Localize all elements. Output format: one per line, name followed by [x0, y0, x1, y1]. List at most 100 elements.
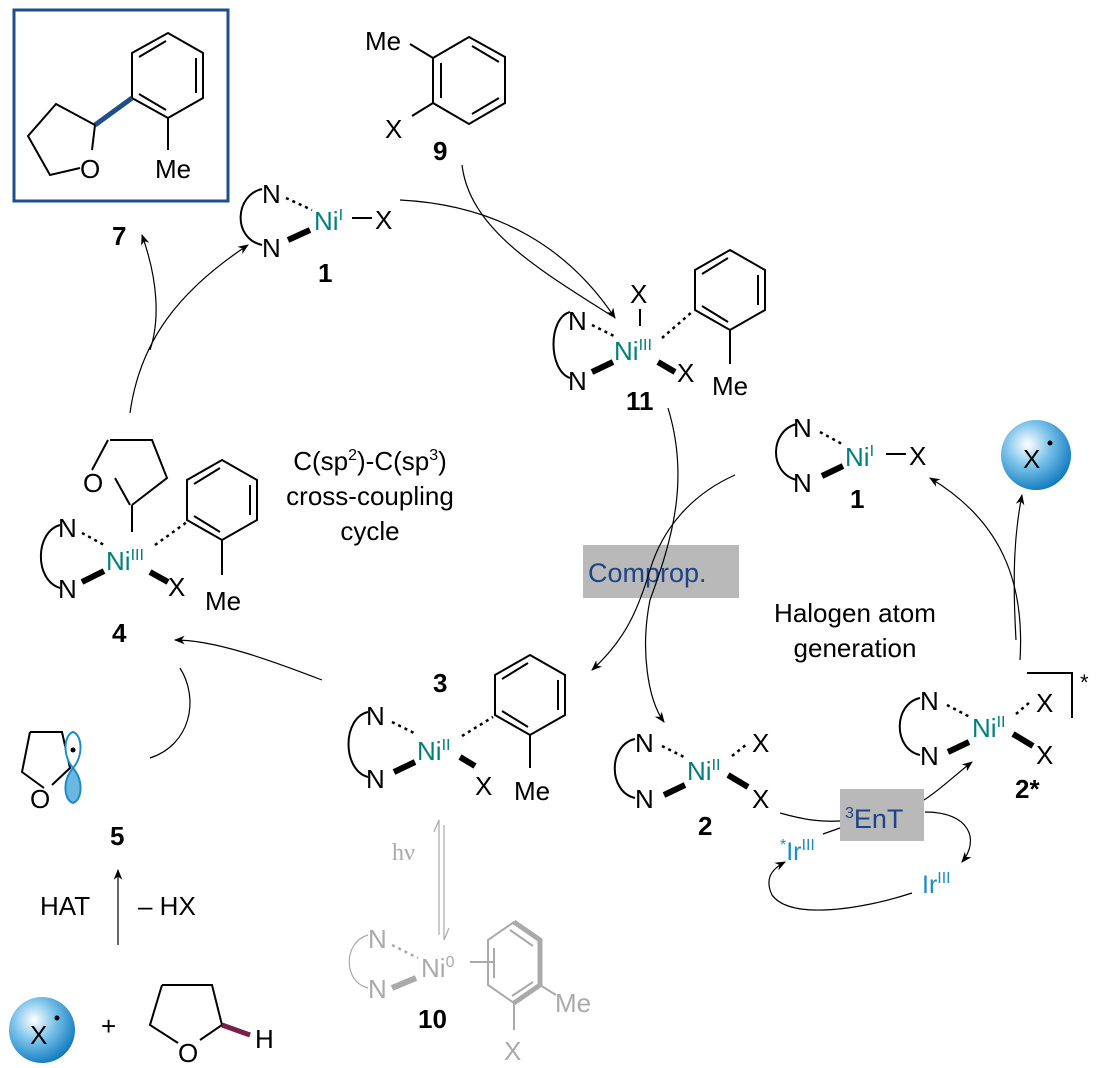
radical-entry-arrow: [149, 667, 191, 759]
compound-label-11: 11: [626, 386, 654, 416]
svg-text:Ni0: Ni0: [421, 953, 455, 983]
halide-label: X: [375, 205, 392, 235]
nickel: Ni: [417, 736, 442, 766]
halide-label: X: [475, 771, 492, 801]
aryl-halide-9: Me X 9: [365, 26, 506, 166]
radical-x-label: X: [30, 1020, 47, 1050]
nickel: Ni: [421, 953, 446, 983]
thf-substrate: O H: [148, 984, 274, 1068]
halogen-radical-arrow: [1013, 493, 1025, 641]
nitrogen: N: [920, 741, 939, 771]
minus-hx-label: – HX: [138, 891, 196, 921]
nitrogen: N: [368, 924, 387, 954]
compound-label-10: 10: [418, 1004, 447, 1034]
comproportionation-arrow-to-3: [591, 474, 736, 671]
oxidation-state: II: [712, 757, 721, 774]
compound-label-3: 3: [433, 668, 447, 698]
reaction-arrows: [129, 164, 1025, 911]
radical-dot: [1047, 440, 1053, 446]
svg-text:NiII: NiII: [972, 713, 1005, 743]
ni-iii-complex-11: N N NiIII X X Me 11: [552, 248, 766, 416]
svg-text:NiIII: NiIII: [106, 546, 144, 576]
aryl-halide-entry-arrow: [461, 164, 613, 317]
ni-0-complex-10: N N Ni0 Me X 10: [348, 919, 591, 1066]
halide-label: X: [909, 441, 926, 471]
halide-label: X: [1036, 688, 1053, 718]
energy-transfer-label: 3EnT: [845, 804, 903, 834]
nitrogen: N: [635, 784, 654, 814]
nitrogen: N: [58, 574, 77, 604]
compound-label-9: 9: [433, 136, 447, 166]
halogen-cycle-title: Halogen atom: [774, 598, 936, 628]
hat-label: HAT: [40, 891, 90, 921]
compound-label-2: 2: [698, 811, 712, 841]
cycle-title-line3: cycle: [340, 516, 399, 546]
product-highlight-box: [12, 8, 230, 203]
excited-state-asterisk: *: [1080, 670, 1089, 695]
halide-label: X: [504, 1036, 521, 1066]
regeneration-arrow-to-1: [129, 244, 249, 414]
svg-text:NiII: NiII: [417, 736, 450, 766]
compound-label-1: 1: [850, 484, 864, 514]
ni-ii-complex-2: N N NiII X X 2: [613, 728, 769, 841]
svg-text:NiII: NiII: [687, 756, 720, 786]
halide-label: X: [630, 279, 647, 309]
compound-label-1: 1: [318, 258, 332, 288]
halide-label: X: [1036, 740, 1053, 770]
comproportionation-arrow-to-2: [645, 407, 679, 723]
svg-text:NiI: NiI: [845, 442, 874, 472]
radical-capture-arrow: [173, 635, 323, 681]
ir-relaxation-arrow: [924, 811, 972, 863]
halogen-radical-sphere-reactant: X: [9, 997, 75, 1063]
nickel: Ni: [845, 442, 870, 472]
oxidation-state: III: [639, 337, 652, 354]
plus-sign: +: [101, 1011, 116, 1041]
oxidation-state: I: [870, 443, 874, 460]
oxidation-state: III: [131, 547, 144, 564]
nickel: Ni: [687, 756, 712, 786]
cycle-title-line2: cross-coupling: [286, 481, 454, 511]
nitrogen: N: [262, 179, 281, 209]
nickel: Ni: [106, 546, 131, 576]
svg-text:NiI: NiI: [314, 206, 343, 236]
halide-label: X: [752, 728, 769, 758]
methyl-label: Me: [555, 988, 591, 1018]
excited-iridium-photocatalyst: *IrIII: [780, 837, 815, 866]
halogen-cycle-title-line2: generation: [794, 633, 917, 663]
svg-text:NiIII: NiIII: [614, 336, 652, 366]
oxygen-atom: O: [83, 468, 103, 498]
nickel: Ni: [614, 336, 639, 366]
nitrogen: N: [58, 513, 77, 543]
compound-label-7: 7: [112, 221, 126, 251]
methyl-label: Me: [712, 371, 748, 401]
halogen-release-arrow-to-1: [929, 477, 1022, 661]
halide-label: X: [385, 114, 402, 144]
halide-label: X: [752, 784, 769, 814]
oxygen-atom: O: [178, 1038, 198, 1068]
hydrogen-atom: H: [255, 1024, 274, 1054]
halide-label: X: [677, 358, 694, 388]
ground-iridium-photocatalyst: IrIII: [922, 870, 951, 899]
comproportionation-box: Comprop.: [583, 545, 739, 598]
ir-excitation-arrow: [768, 861, 913, 911]
nickel: Ni: [972, 713, 997, 743]
nitrogen: N: [366, 701, 385, 731]
halogen-radical-sphere: X: [1001, 420, 1071, 490]
ni-i-complex-1-regenerated: N N NiI X 1: [775, 413, 926, 514]
compound-label-4: 4: [112, 618, 127, 648]
radical-x-label: X: [1023, 444, 1040, 474]
nitrogen: N: [368, 974, 387, 1004]
comproportionation-label: Comprop.: [588, 558, 707, 588]
oxidative-addition-arrow: [399, 199, 616, 319]
nitrogen: N: [568, 306, 587, 336]
methyl-label: Me: [365, 26, 401, 56]
radical-dot: [70, 747, 76, 753]
oxidation-state: I: [339, 207, 343, 224]
nitrogen: N: [793, 413, 812, 443]
light-hv-label: hν: [392, 840, 415, 866]
thf-radical-5: O 5: [20, 730, 124, 851]
ni-iii-complex-4: O N N NiIII X Me 4: [39, 439, 258, 648]
cycle-title: C(sp2)-C(sp3): [293, 446, 447, 476]
product-7: O Me: [12, 8, 230, 203]
